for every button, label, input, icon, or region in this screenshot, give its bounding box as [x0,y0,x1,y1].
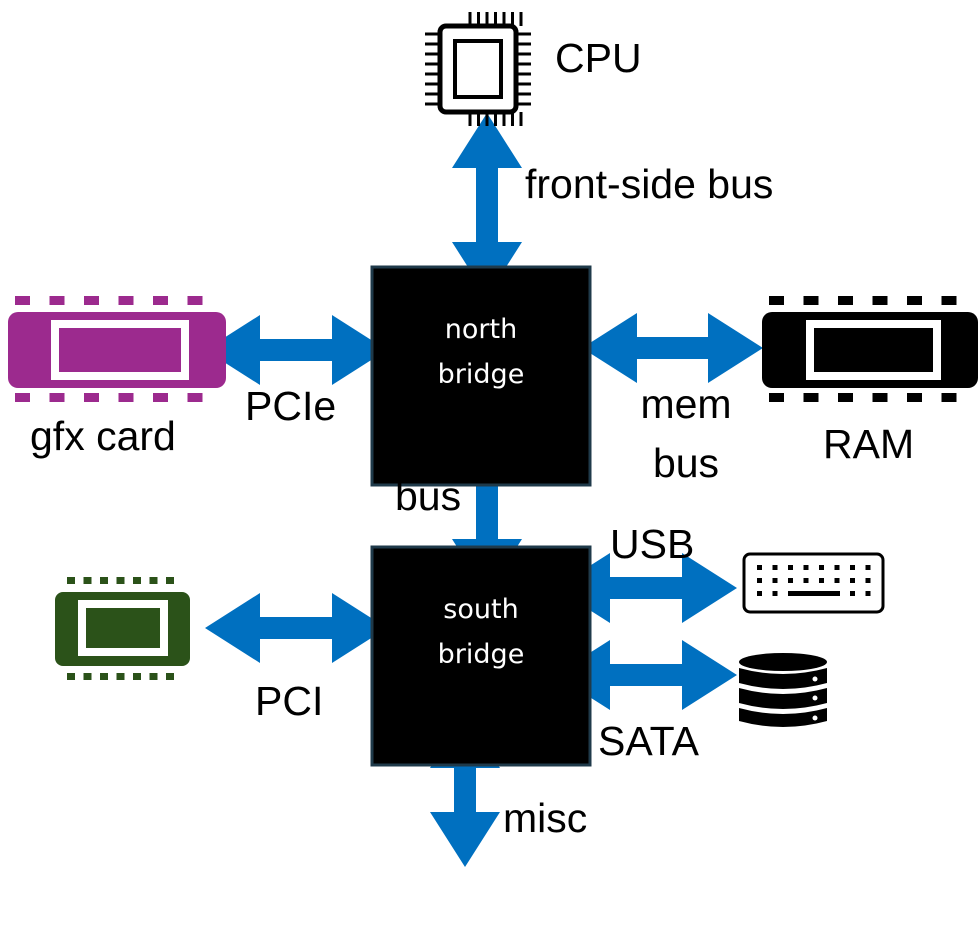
card-pin [149,673,158,680]
card-pin [153,296,168,305]
mem-bus-label-line2: bus [653,440,719,486]
ram-label: RAM [823,421,914,467]
keyboard-key [788,578,793,583]
keyboard-key [850,578,855,583]
card-pin [907,393,922,402]
card-pin [67,673,75,680]
card-pin [907,296,922,305]
card-pin [15,393,30,402]
card-pin [118,296,134,305]
keyboard-key [772,591,778,596]
keyboard-icon [742,552,885,614]
misc-label: misc [503,795,587,841]
south-bridge-box [370,545,592,767]
card-pin [118,393,134,402]
keyboard-key [850,565,855,570]
card-pin [166,577,174,584]
card-pin [116,673,125,680]
card-pin [83,673,92,680]
card-pin [100,577,108,584]
north-bridge-label-line2: bridge [438,359,525,390]
keyboard-key [772,578,778,583]
card-pin [769,296,784,305]
gfx-card-icon [8,296,226,402]
card-pin [153,393,168,402]
keyboard-key [757,578,762,583]
database-icon [739,653,827,727]
pcie-arrow [205,315,387,385]
pci-label: PCI [255,678,323,724]
card-pin [84,393,99,402]
south-bridge-label-line2: bridge [438,639,525,670]
card-pin [838,393,853,402]
keyboard-key [788,565,793,570]
keyboard-key [819,565,824,570]
card-pin [187,296,203,305]
card-pin [100,673,108,680]
card-pin [49,393,65,402]
card-pin [83,577,92,584]
keyboard-key [834,578,840,583]
keyboard-key [865,591,871,596]
card-pin [769,393,784,402]
keyboard-key [865,565,871,570]
card-pin [15,296,30,305]
card-pin [67,577,75,584]
keyboard-key [865,578,871,583]
card-pin [187,393,203,402]
card-pin [49,296,65,305]
keyboard-key [757,591,762,596]
cpu-chip-icon [425,12,531,126]
keyboard-key [803,578,809,583]
keyboard-key [757,565,762,570]
keyboard-key [772,565,778,570]
card-pin [133,577,141,584]
card-pin [941,393,957,402]
sata-arrow [555,640,737,710]
card-pin [941,296,957,305]
north-bridge-box [370,265,592,487]
usb-label: USB [610,521,694,567]
ram-module-icon [762,296,978,402]
card-pin [84,296,99,305]
keyboard-key [803,565,809,570]
north-bridge-label-line1: north [445,314,517,345]
south-bridge-label-line1: south [443,594,518,625]
fsb-arrow [452,113,522,297]
card-pin [116,577,125,584]
card-pin [803,296,819,305]
bus-label: bus [395,473,461,519]
card-pin [166,673,174,680]
usb-arrow [555,553,737,623]
keyboard-spacebar [788,591,840,596]
pci-arrow [205,593,387,663]
fsb-label: front-side bus [525,161,773,207]
cpu-label: CPU [555,35,642,81]
gfx-card-label: gfx card [30,413,176,459]
mem-bus-arrow [582,313,763,383]
keyboard-key [819,578,824,583]
card-pin [803,393,819,402]
keyboard-key [834,565,840,570]
card-pin [838,296,853,305]
pci-card-icon [55,577,190,680]
card-pin [872,296,888,305]
card-pin [133,673,141,680]
sata-label: SATA [598,718,700,764]
card-pin [872,393,888,402]
mem-bus-label-line1: mem [640,381,731,427]
pcie-label: PCIe [245,383,336,429]
keyboard-key [850,591,855,596]
card-pin [149,577,158,584]
